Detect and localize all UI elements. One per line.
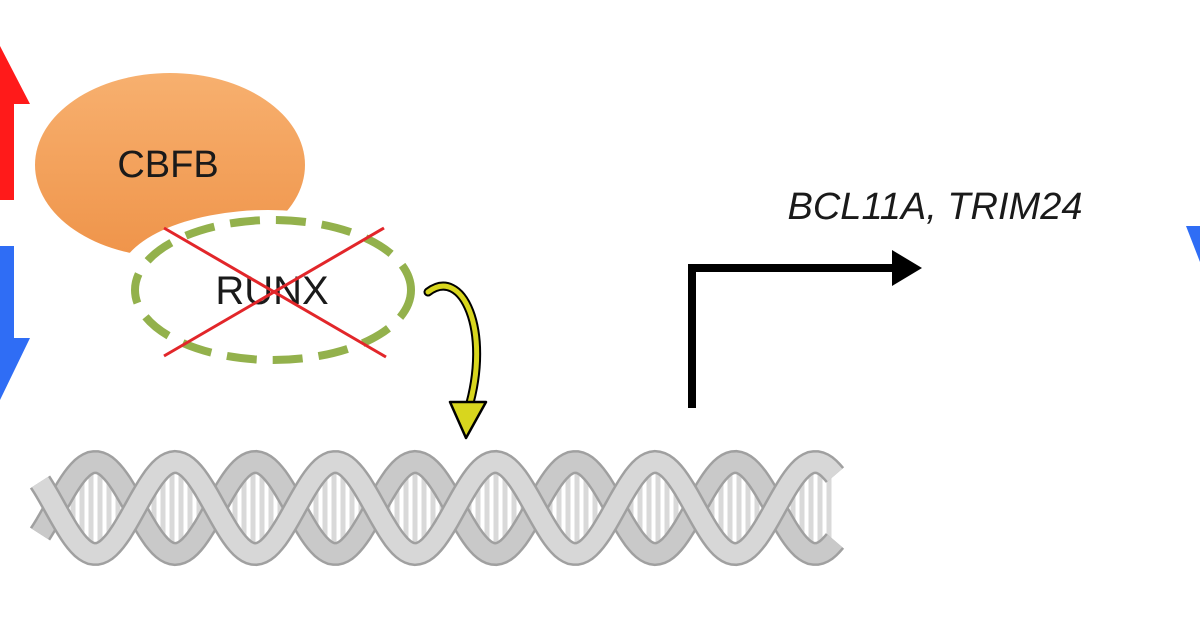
- dna-double-helix: [29, 449, 845, 567]
- runx-protein-absent: RUNX: [118, 210, 418, 364]
- upregulation-arrow-icon: [0, 46, 30, 200]
- right-edge-arrow-icon: [1186, 226, 1200, 262]
- dna-strand: [31, 452, 843, 564]
- cbfb-label: CBFB: [117, 144, 218, 186]
- dna-backbone-strands: [29, 449, 845, 567]
- transcription-start-arrow-icon: [688, 250, 922, 408]
- deletion-cross-icon: [163, 226, 387, 359]
- binding-arrow-icon: [423, 281, 488, 440]
- downregulation-arrow-icon: [0, 246, 30, 400]
- cbfb-protein: CBFB: [35, 73, 305, 257]
- dna-strand: [31, 452, 843, 564]
- target-genes-label: BCL11A, TRIM24: [788, 186, 1083, 228]
